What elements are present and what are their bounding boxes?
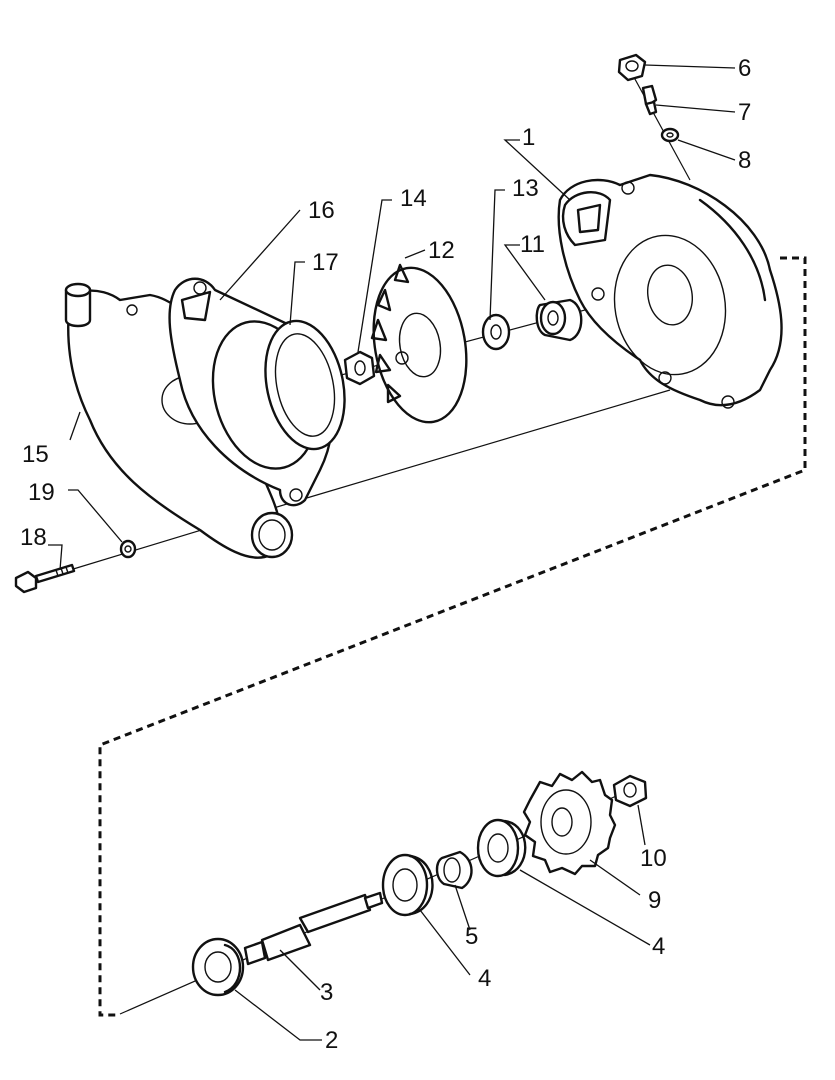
callout-12: 12 [428, 237, 455, 264]
callout-14: 14 [400, 185, 427, 212]
callout-13: 13 [512, 175, 539, 202]
impeller-nut-part [343, 350, 376, 386]
bearing-part-upper [476, 818, 527, 878]
assembly-connector-dashed [98, 256, 807, 1017]
pump-body-part [557, 173, 783, 409]
plug-part [617, 53, 647, 82]
shaft-seal-part [191, 937, 245, 997]
callout-4-lower: 4 [478, 965, 491, 992]
washer-part [481, 313, 511, 351]
callout-10: 10 [640, 845, 667, 872]
callout-7: 7 [738, 99, 751, 126]
gear-nut-part [612, 774, 648, 808]
callout-5: 5 [465, 923, 478, 950]
valve-part [641, 84, 658, 116]
mechanical-seal-part [535, 298, 583, 342]
callout-15: 15 [22, 441, 49, 468]
spacer-sleeve-part [435, 850, 473, 890]
pump-shaft-part [243, 891, 384, 966]
bolt-part [14, 563, 76, 594]
callout-11: 11 [520, 231, 545, 258]
leader-lines [48, 64, 736, 1041]
callout-16: 16 [308, 197, 335, 224]
callout-19: 19 [28, 479, 55, 506]
callout-18: 18 [20, 524, 47, 551]
callout-9: 9 [648, 887, 661, 914]
callout-17: 17 [312, 249, 339, 276]
callout-1: 1 [522, 124, 535, 151]
bearing-part [381, 853, 434, 917]
callout-6: 6 [738, 55, 751, 82]
callout-2: 2 [325, 1027, 338, 1054]
impeller-part [370, 263, 468, 424]
drive-gear-part [522, 770, 617, 876]
callout-4-upper: 4 [652, 933, 665, 960]
callout-3: 3 [320, 979, 333, 1006]
seal-ring-part [660, 127, 680, 143]
o-ring-seal-part [264, 319, 346, 451]
bolt-washer-part [119, 539, 137, 559]
plug-axis [629, 69, 691, 181]
callout-8: 8 [738, 147, 751, 174]
